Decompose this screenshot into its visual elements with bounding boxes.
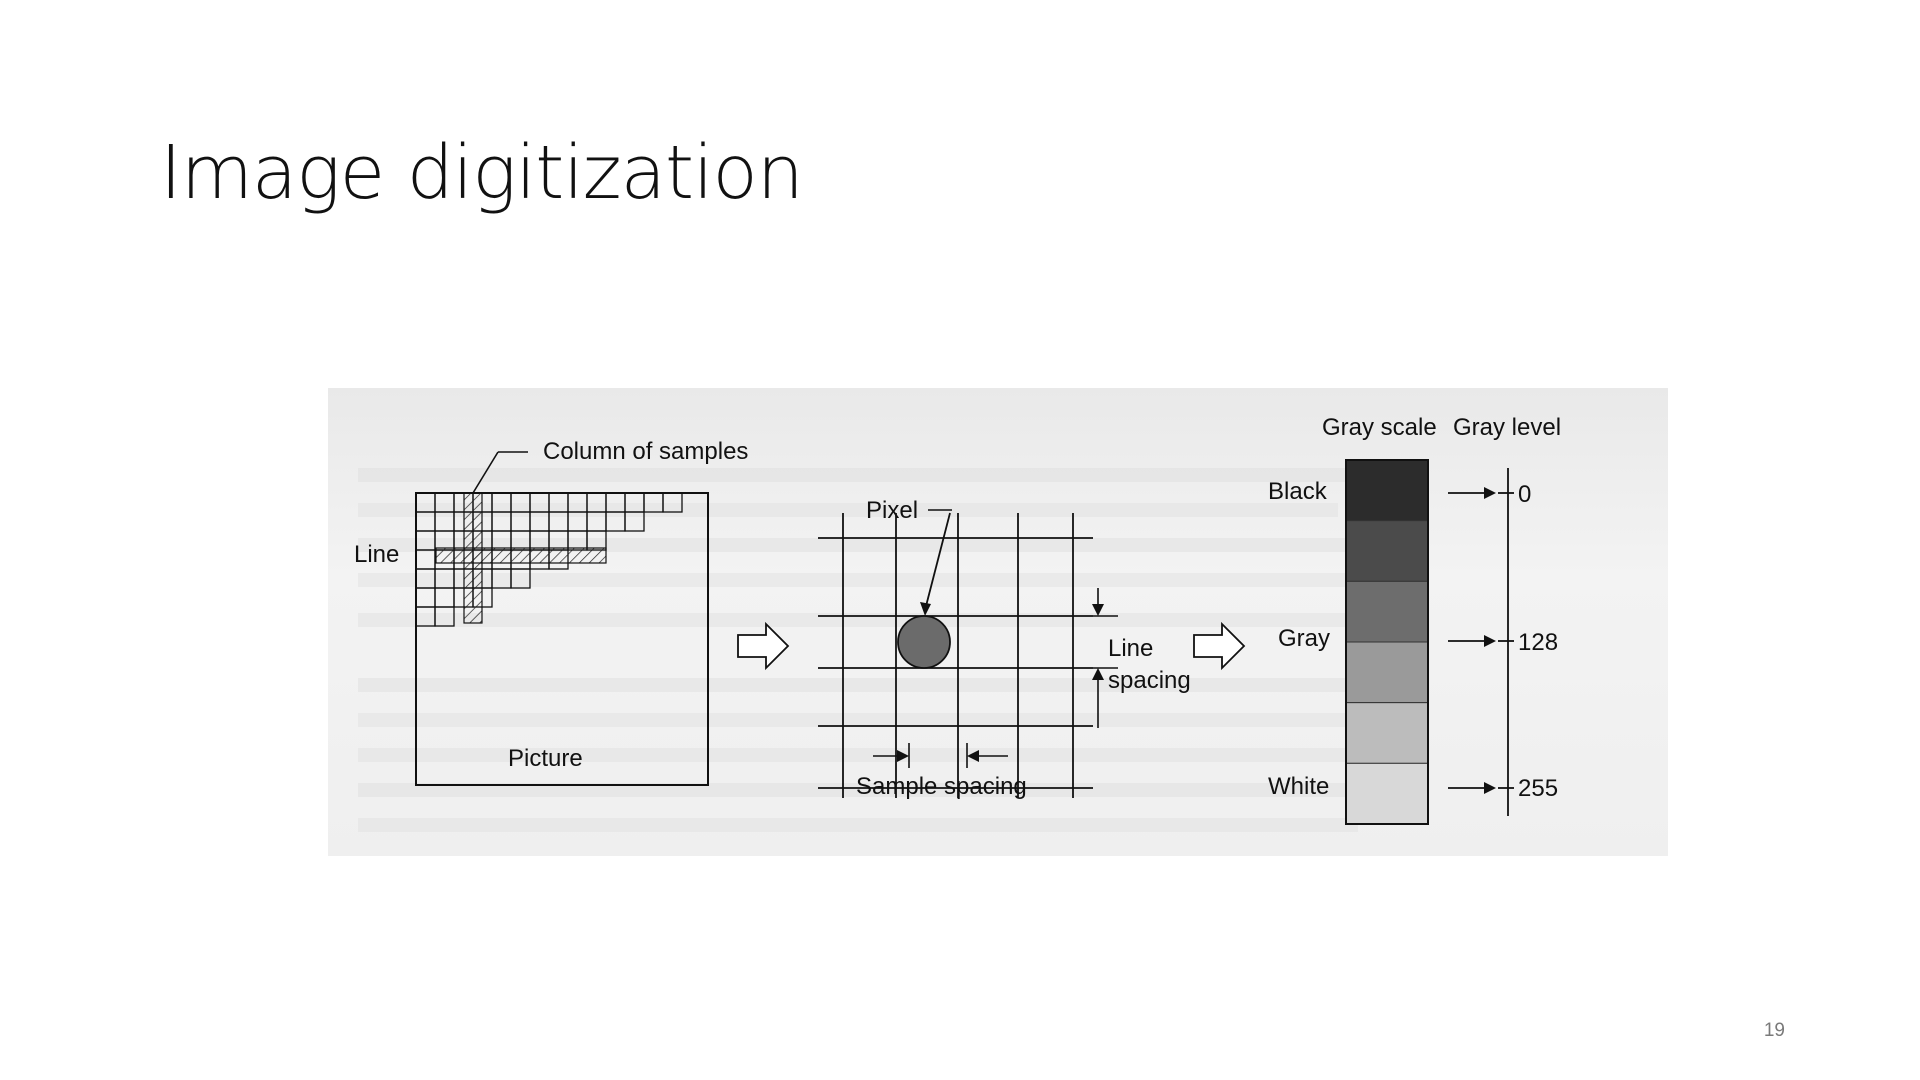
sample-cell	[434, 606, 455, 627]
gray-scale-panel: Gray scale Gray level Black Gray White 0…	[1268, 414, 1561, 825]
slide-title: Image digitization	[160, 130, 804, 216]
column-leader-line	[472, 451, 499, 494]
bleed-through-texture	[358, 468, 1358, 832]
scanned-figure: Column of samples Line Picture	[328, 388, 1668, 856]
digitization-diagram: Column of samples Line Picture	[354, 414, 1561, 832]
sample-spacing-arrowhead-left	[897, 750, 909, 762]
gray-level-0: 0	[1518, 481, 1531, 508]
pixel-grid-lines	[818, 513, 1093, 798]
gray-scale-segment	[1345, 762, 1429, 825]
pixel-dot	[897, 615, 951, 669]
gray-level-255: 255	[1518, 775, 1558, 802]
gray-level-arrows	[1448, 468, 1514, 816]
gray-level-label: Gray level	[1453, 414, 1561, 441]
gray-scale-segment	[1345, 641, 1429, 704]
gray-scale-label: Gray scale	[1322, 414, 1437, 441]
picture-grid-panel: Column of samples Line Picture	[354, 438, 748, 786]
arrowhead-128	[1484, 635, 1496, 647]
sample-spacing-label: Sample spacing	[856, 773, 1027, 800]
gray-scale-bar	[1345, 459, 1429, 825]
line-spacing-label-1: Line	[1108, 635, 1153, 662]
sample-spacing-arrowhead-right	[967, 750, 979, 762]
pixel-pointer	[924, 512, 951, 611]
pixel-label: Pixel	[866, 497, 918, 524]
line-spacing-arrowhead-bottom	[1092, 668, 1104, 680]
column-of-samples-label: Column of samples	[543, 438, 748, 465]
line-spacing-arrowhead-top	[1092, 604, 1104, 616]
gray-label: Gray	[1278, 625, 1330, 652]
gray-level-128: 128	[1518, 629, 1558, 656]
line-label: Line	[354, 541, 399, 568]
sample-cell	[434, 587, 455, 608]
hatched-sample-column	[463, 492, 483, 624]
pixel-grid-panel: Pixel Line spacing Sample spacing	[818, 497, 1191, 800]
sample-cell	[415, 549, 436, 570]
picture-label: Picture	[508, 745, 583, 772]
gray-scale-segment	[1345, 459, 1429, 522]
hatched-line-row	[435, 547, 607, 564]
black-label: Black	[1268, 478, 1328, 505]
arrowhead-0	[1484, 487, 1496, 499]
pixel-pointer-head	[920, 602, 931, 616]
sample-cell	[662, 492, 683, 513]
sample-cell	[415, 587, 436, 608]
process-arrow-2	[1193, 621, 1246, 671]
gray-scale-segment	[1345, 702, 1429, 764]
picture-frame	[415, 492, 709, 786]
gray-scale-bar-frame	[1345, 459, 1429, 825]
arrowhead-255	[1484, 782, 1496, 794]
sample-cell	[510, 568, 531, 589]
line-spacing-label-2: spacing	[1108, 667, 1191, 694]
sample-cell	[624, 511, 645, 532]
process-arrow-1	[737, 621, 790, 671]
gray-scale-segment	[1345, 580, 1429, 643]
white-label: White	[1268, 773, 1329, 800]
gray-scale-segment	[1345, 520, 1429, 582]
page-number: 19	[1763, 1020, 1785, 1041]
